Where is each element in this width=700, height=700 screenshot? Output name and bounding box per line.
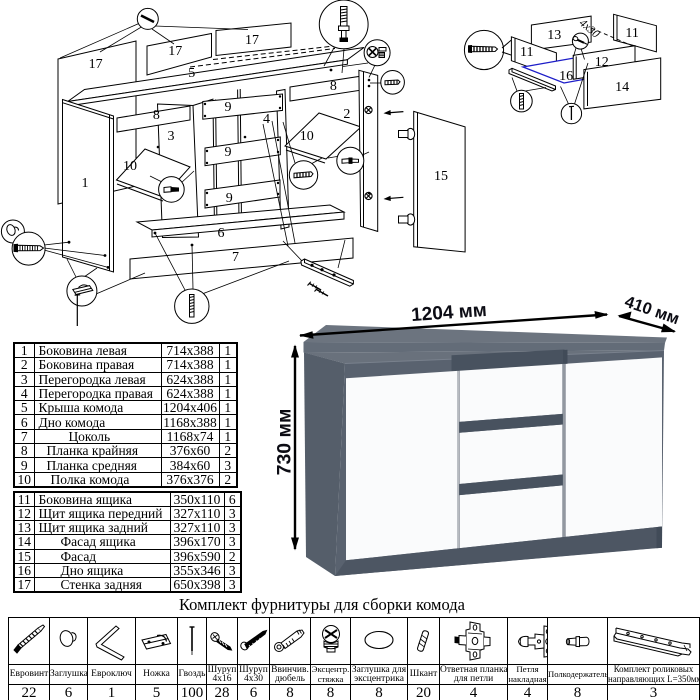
svg-text:1: 1	[82, 176, 89, 191]
svg-text:11: 11	[625, 26, 638, 41]
svg-text:730 мм: 730 мм	[274, 409, 296, 476]
svg-text:17: 17	[89, 57, 103, 72]
svg-text:5: 5	[188, 66, 195, 81]
svg-text:9: 9	[225, 100, 232, 115]
svg-text:17: 17	[168, 44, 182, 59]
svg-text:14: 14	[615, 80, 629, 95]
svg-text:410 мм: 410 мм	[622, 293, 681, 328]
svg-text:8: 8	[153, 108, 160, 123]
svg-text:7: 7	[232, 250, 239, 265]
svg-text:16: 16	[559, 69, 573, 84]
svg-text:9: 9	[226, 191, 233, 206]
svg-text:13: 13	[547, 28, 561, 43]
svg-text:3: 3	[168, 129, 175, 144]
svg-text:1204 мм: 1204 мм	[411, 300, 488, 326]
svg-text:10: 10	[300, 129, 314, 144]
svg-text:11: 11	[520, 45, 533, 60]
svg-text:9: 9	[225, 145, 232, 160]
svg-text:10: 10	[123, 159, 137, 174]
svg-text:17: 17	[245, 33, 259, 48]
svg-text:2: 2	[343, 107, 350, 122]
svg-text:12: 12	[595, 55, 609, 70]
svg-text:6: 6	[218, 226, 225, 241]
svg-text:15: 15	[434, 169, 448, 184]
svg-text:4: 4	[263, 112, 270, 127]
svg-text:8: 8	[330, 79, 337, 94]
